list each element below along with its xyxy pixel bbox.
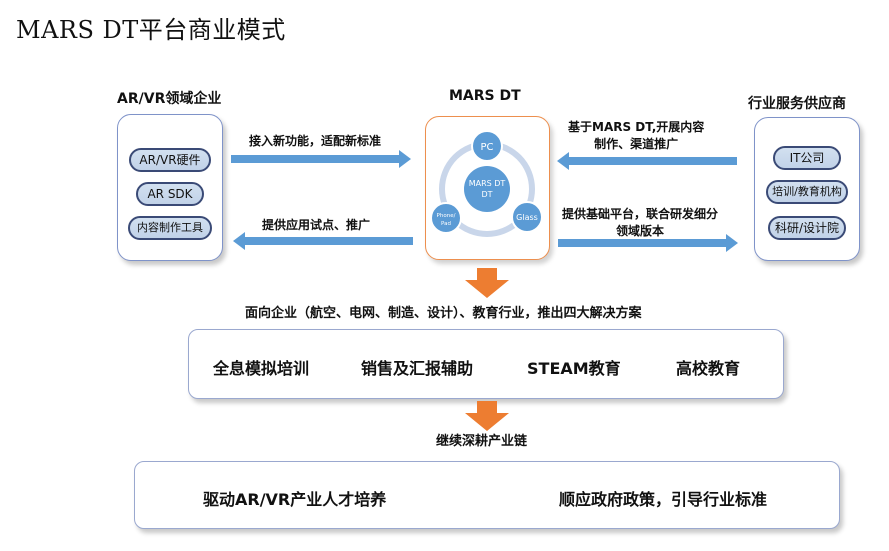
industry-chain-box: 驱动AR/VR产业人才培养 顺应政府政策，引导行业标准 [134, 461, 840, 529]
chain-talent-training: 驱动AR/VR产业人才培养 [203, 490, 387, 509]
arrow-label-right-bottom: 提供基础平台，联合研发细分 领域版本 [562, 207, 719, 238]
svg-text:Pad: Pad [441, 221, 451, 227]
left-heading: AR/VR领域企业 [117, 91, 222, 107]
left-item-content-tools: 内容制作工具 [128, 216, 212, 240]
arrow-label-left-bottom: 提供应用试点、推广 [262, 218, 371, 232]
section1-label: 面向企业（航空、电网、制造、设计）、教育行业，推出四大解决方案 [245, 306, 642, 321]
arrow-to-right-box [558, 234, 738, 252]
down-arrow-1 [465, 268, 509, 298]
right-item-research-institute: 科研/设计院 [768, 216, 846, 240]
down-arrow-2 [465, 401, 509, 431]
arrow-label-right-top: 基于MARS DT,开展内容 制作、渠道推广 [568, 120, 705, 151]
svg-text:DT: DT [481, 190, 492, 199]
right-item-training-org: 培训/教育机构 [766, 180, 848, 204]
left-item-ar-sdk: AR SDK [136, 182, 204, 206]
solution-sales-report: 销售及汇报辅助 [361, 359, 474, 378]
pc-label: PC [480, 142, 493, 153]
glass-node [511, 201, 543, 233]
arrow-to-left-box [233, 232, 413, 250]
hub-label: MARS DT [469, 179, 506, 188]
arrow-label-left-top: 接入新功能，适配新标准 [249, 134, 382, 148]
section2-label: 继续深耕产业链 [436, 434, 528, 449]
chain-policy-standards: 顺应政府政策，引导行业标准 [559, 490, 768, 509]
right-item-it-company: IT公司 [773, 146, 841, 170]
right-box: IT公司 培训/教育机构 科研/设计院 [754, 117, 860, 261]
solution-university-education: 高校教育 [676, 359, 741, 378]
solution-holographic-training: 全息模拟培训 [213, 359, 310, 378]
pc-node [471, 130, 503, 162]
phone-label: Phone/ [437, 213, 456, 219]
glass-label: Glass [516, 213, 538, 222]
center-box: MARS DT DT PC Phone/ Pad Glass [425, 116, 550, 260]
left-item-ar-vr-hardware: AR/VR硬件 [129, 148, 211, 172]
left-box: AR/VR硬件 AR SDK 内容制作工具 [117, 114, 223, 261]
solutions-box: 全息模拟培训 销售及汇报辅助 STEAM教育 高校教育 [188, 329, 784, 399]
center-heading: MARS DT [449, 88, 521, 104]
phone-pad-node [430, 202, 462, 234]
platform-diagram: MARS DT DT PC Phone/ Pad Glass [430, 130, 543, 237]
solution-steam-education: STEAM教育 [527, 359, 621, 378]
page-title: MARS DT平台商业模式 [16, 16, 286, 44]
arrow-to-center-left [231, 150, 411, 168]
arrow-to-center-right [557, 152, 737, 170]
hub-node [464, 166, 510, 212]
right-heading: 行业服务供应商 [748, 96, 846, 112]
